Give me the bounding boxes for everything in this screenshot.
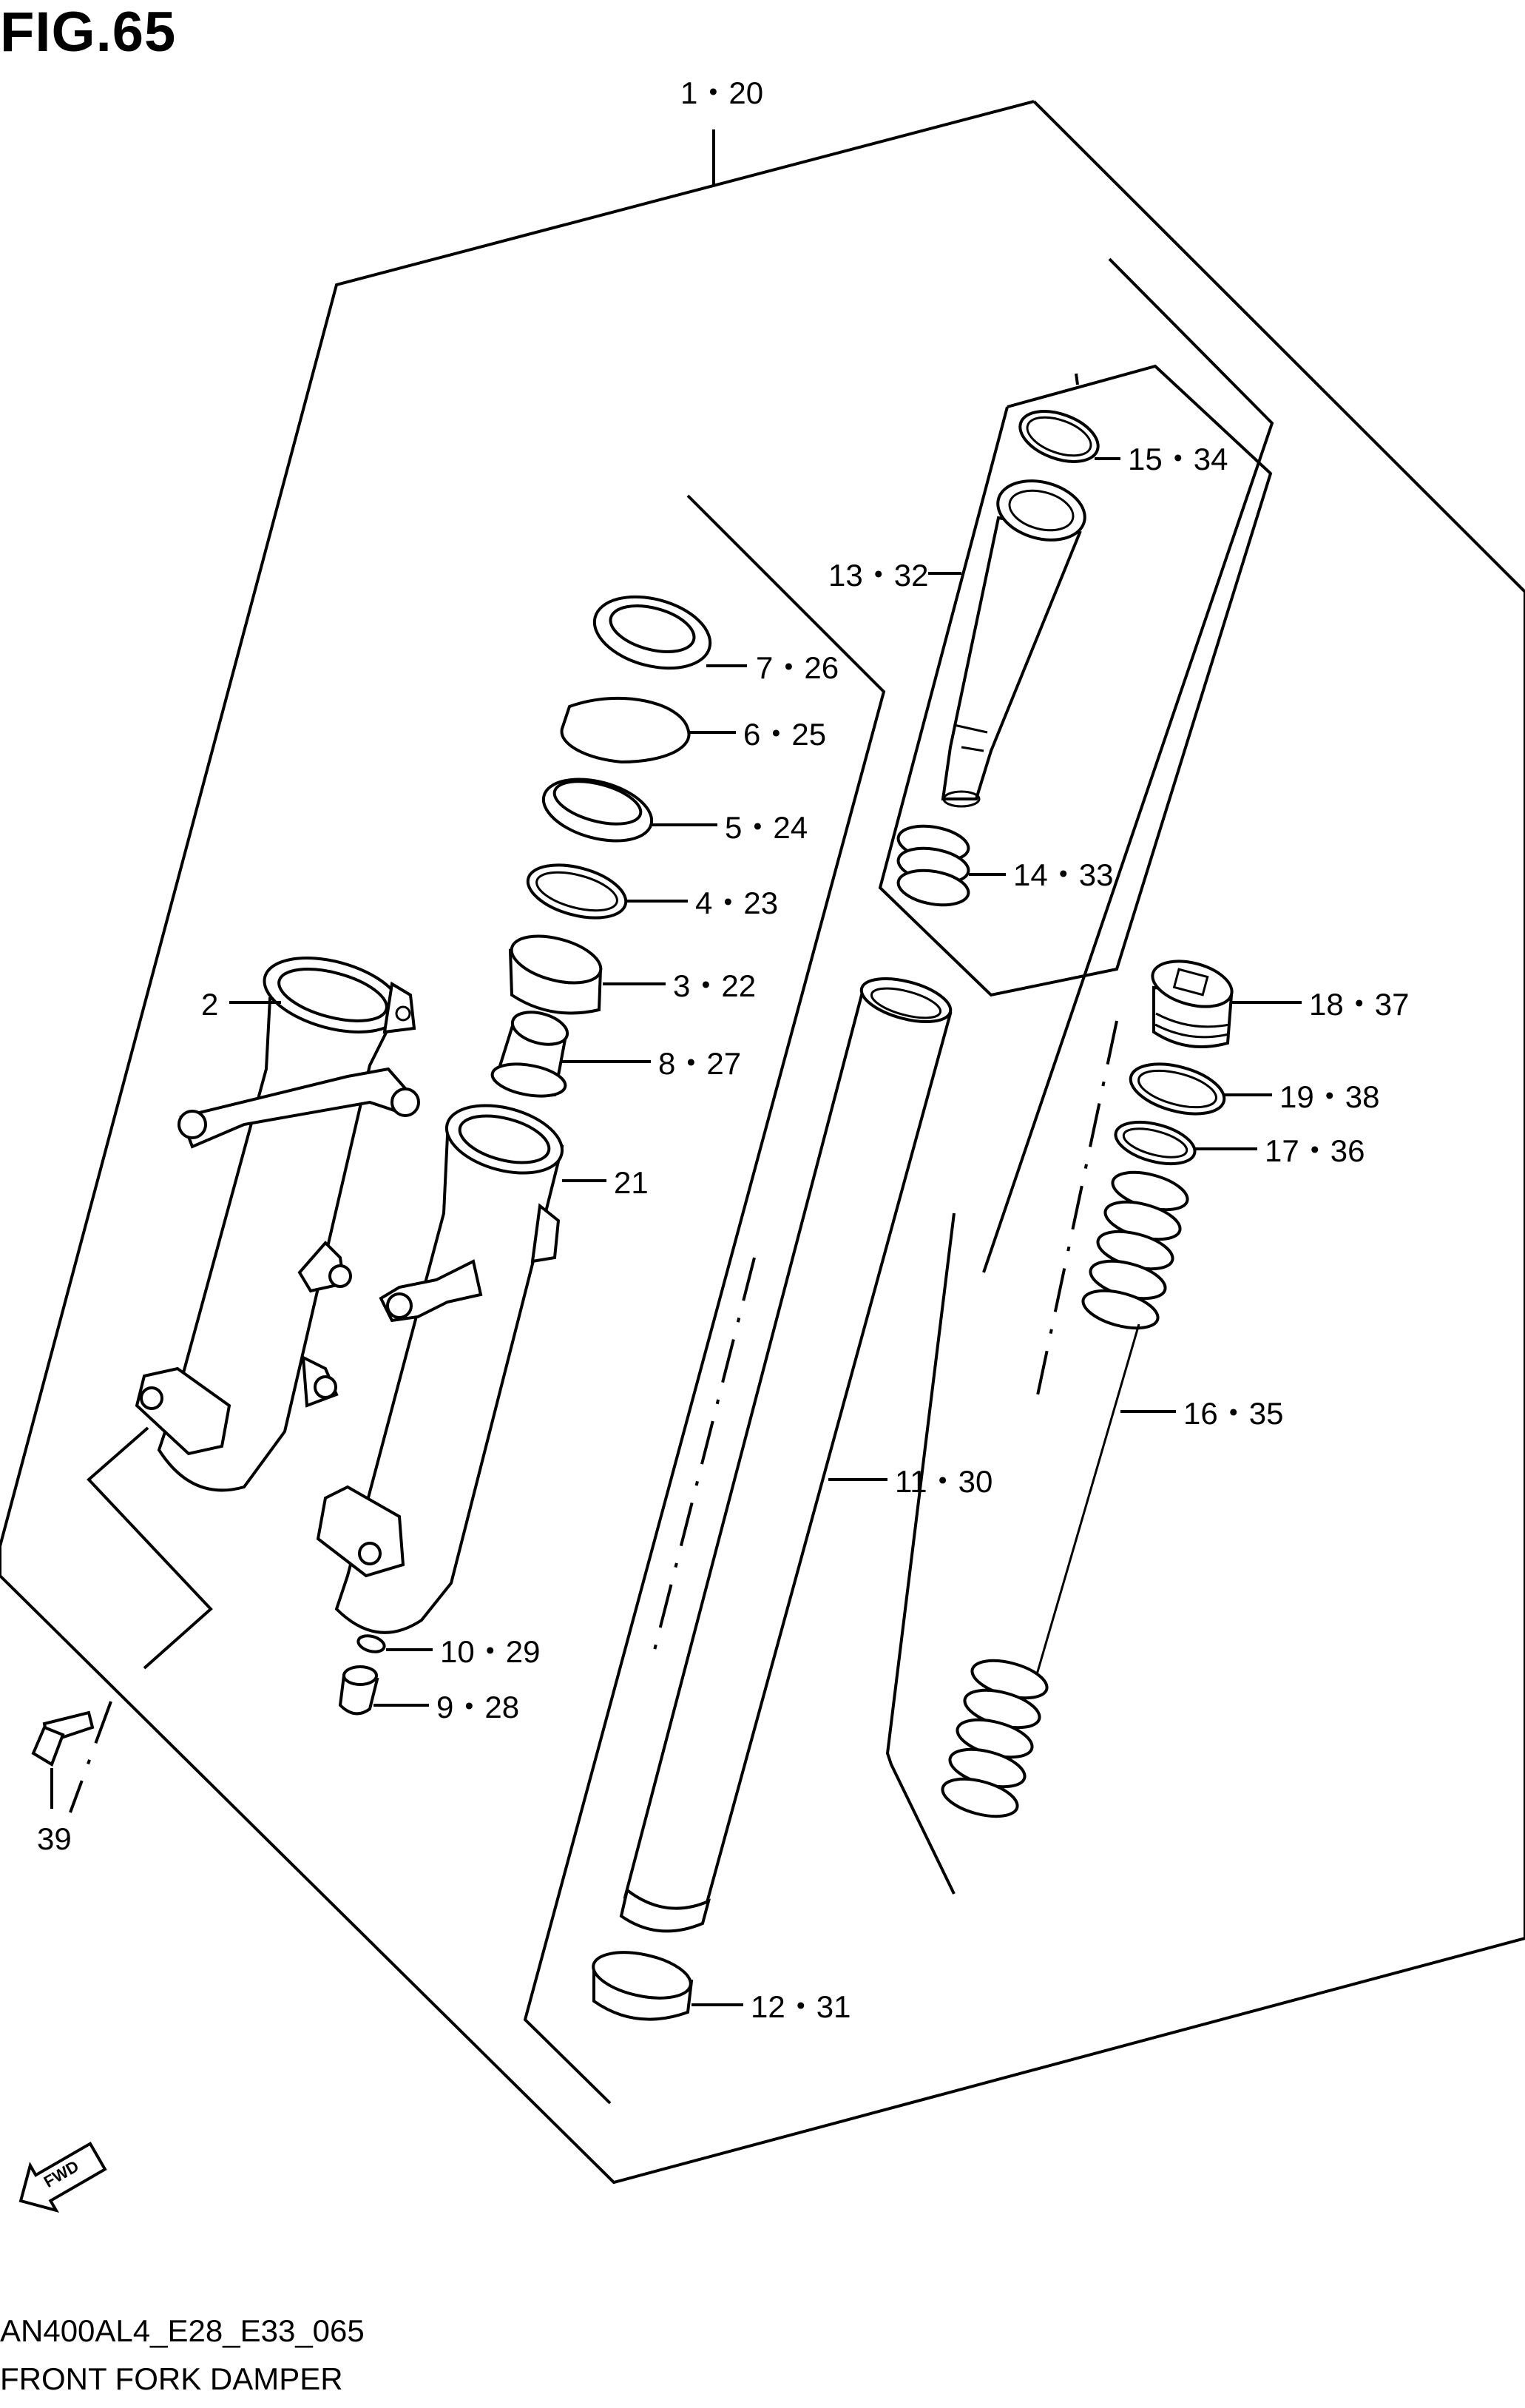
part-13-rod — [941, 516, 1082, 800]
callout-12-31: 12・31 — [751, 1989, 851, 2024]
bracket-lines — [87, 1426, 213, 1670]
callout-10-29: 10・29 — [440, 1634, 541, 1669]
part-15-ring — [1018, 410, 1100, 463]
callout-17-36: 17・36 — [1265, 1133, 1365, 1168]
callout-15-34: 15・34 — [1128, 442, 1228, 476]
spring-box — [885, 1213, 956, 1895]
part-9-bolt — [338, 1665, 379, 1716]
model-code: AN400AL4_E28_E33_065 — [0, 2313, 365, 2348]
part-19-oring — [1129, 1062, 1226, 1116]
part-10-gasket — [356, 1634, 386, 1653]
centerline-tube — [649, 1257, 756, 1665]
figure-caption: FRONT FORK DAMPER — [0, 2361, 343, 2396]
inner-outline-spring — [982, 257, 1274, 1273]
callout-11-30: 11・30 — [895, 1464, 993, 1499]
part-16-fork-spring — [941, 1170, 1189, 1818]
callout-3-22: 3・22 — [673, 968, 757, 1003]
callout-18-37: 18・37 — [1309, 987, 1410, 1022]
part-2-outer-tube — [135, 957, 420, 1492]
callout-6-25: 6・25 — [743, 717, 827, 752]
callout-14-33: 14・33 — [1013, 857, 1114, 892]
damper-box-top — [1075, 373, 1079, 385]
callout-8-27: 8・27 — [658, 1046, 742, 1081]
assembly-outline — [0, 100, 1525, 2185]
callout-2: 2 — [201, 987, 219, 1022]
callout-16-35: 16・35 — [1183, 1396, 1284, 1431]
callout-21: 21 — [614, 1165, 649, 1200]
part-17-ring — [1114, 1120, 1197, 1166]
callout-13-32: 13・32 — [828, 558, 929, 593]
callout-7-26: 7・26 — [756, 650, 839, 685]
callout-1-20: 1・20 — [680, 75, 764, 110]
part-18-cap-bolt — [1151, 960, 1234, 1048]
damper-box — [878, 364, 1273, 997]
figure-title: FIG.65 — [0, 1, 177, 64]
part-39-bolt — [31, 1710, 95, 1767]
callout-9-28: 9・28 — [436, 1690, 520, 1724]
callout-5-24: 5・24 — [725, 810, 808, 845]
centerline-spring — [1034, 1020, 1118, 1406]
part-14-spring — [896, 824, 970, 907]
part-4-washer — [526, 863, 628, 920]
callout-4-23: 4・23 — [695, 886, 779, 920]
centerline-bolt — [69, 1701, 112, 1813]
part-11-inner-tube — [619, 977, 953, 1933]
callout-39: 39 — [37, 1821, 72, 1856]
part-6-clip — [560, 696, 691, 764]
fwd-arrow — [18, 2141, 107, 2213]
inner-outline-tube — [523, 494, 886, 2105]
callout-19-38: 19・38 — [1279, 1079, 1380, 1114]
part-21-outer-tube — [316, 1104, 564, 1634]
